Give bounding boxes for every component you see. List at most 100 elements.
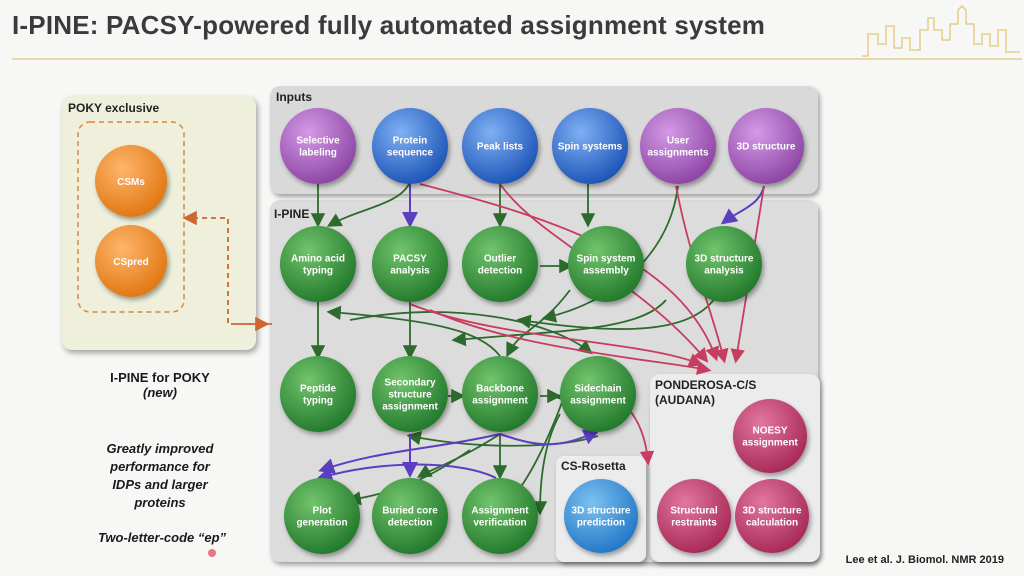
ipine-node-label: structure [388,390,432,401]
ipine-node-label: detection [388,518,432,529]
input-node-label: sequence [387,148,434,159]
input-node-label: assignments [647,148,709,159]
improved-line: performance for [110,459,210,474]
slide-title: I-PINE: PACSY-powered fully automated as… [12,10,766,40]
title-underline [12,58,1022,60]
ipine-panel-title: I-PINE [274,207,309,221]
cursor-dot [208,549,216,557]
poky-node-circle [95,225,167,297]
input-node-label: User [667,136,689,147]
ipine-node-circle [686,226,762,302]
ipine-node-circle [462,226,538,302]
cs-rosetta-title: CS-Rosetta [561,459,626,473]
ponderosa-node-circle [735,479,809,553]
ipine-node-label: PACSY [393,254,427,265]
ipine-node-label: Secondary [384,378,436,389]
ipine-node-label: typing [303,266,333,277]
poky-exclusive-panel [62,96,256,350]
input-node-circle [462,108,538,184]
input-node: Spin systems [552,108,628,184]
ipine-node-circle [372,226,448,302]
two-letter-code-note: Two-letter-code “ep” [97,530,227,545]
ipine-node-label: Backbone [476,384,524,395]
input-node-label: 3D structure [737,142,796,153]
ipine-node-circle [462,356,538,432]
cs-rosetta-node-label: 3D structure [572,506,631,517]
ipine-node-label: detection [478,266,522,277]
input-node: 3D structure [728,108,804,184]
ipine-node-label: assignment [472,396,528,407]
input-node-label: labeling [299,148,337,159]
input-node: Peak lists [462,108,538,184]
purple-flow-arrows [316,184,765,483]
poky-exclusive-title: POKY exclusive [68,101,160,115]
input-node-circle [728,108,804,184]
ipine-node-label: Amino acid [291,254,345,265]
ipine-node-label: Spin system [577,254,636,265]
ipine-node-label: assembly [583,266,629,277]
input-node-circle [640,108,716,184]
input-node-circle [552,108,628,184]
cs-rosetta-node-circle [564,479,638,553]
ipine-node-label: 3D structure [695,254,754,265]
input-node-circle [372,108,448,184]
green-flow-arrows [310,181,721,516]
poky-node-label: CSMs [117,177,145,188]
ipine-node-label: Buried core [382,506,438,517]
improved-line: proteins [134,495,186,510]
ipine-node-label: analysis [704,266,744,277]
ponderosa-node-circle [733,399,807,473]
ponderosa-subtitle: (AUDANA) [655,393,715,407]
input-node-label: Peak lists [477,142,524,153]
ipine-node-circle [372,478,448,554]
ponderosa-node-label: 3D structure [743,506,802,517]
ipine-node-label: Outlier [484,254,516,265]
ipine-node-label: generation [296,518,347,529]
poky-caption-title: I-PINE for POKY [110,370,210,385]
ponderosa-node-label: Structural [670,506,717,517]
input-node-label: Selective [296,136,340,147]
improved-line: IDPs and larger [112,477,208,492]
poky-caption-new: (new) [143,385,177,400]
input-node-circle [280,108,356,184]
inputs-panel-title: Inputs [276,90,312,104]
ipine-node-label: analysis [390,266,430,277]
poky-node: CSpred [95,225,167,297]
poky-node-circle [95,145,167,217]
input-node-label: Protein [393,136,427,147]
improved-performance-note: Greatly improved performance for IDPs an… [70,440,250,512]
ponderosa-node-label: assignment [742,438,798,449]
ipine-node-label: Plot [313,506,333,517]
ponderosa-node-label: calculation [746,518,798,529]
improved-line: Greatly improved [106,441,214,456]
ipine-node-circle [280,356,356,432]
ipine-node-label: verification [473,518,526,529]
ponderosa-node-label: restraints [671,518,717,529]
ipine-node-circle [568,226,644,302]
ipine-node-label: Peptide [300,384,337,395]
poky-connector-arrow [182,210,272,325]
ipine-node-label: typing [303,396,333,407]
ponderosa-node-label: NOESY [752,426,787,437]
cs-rosetta-node-label: prediction [577,518,625,529]
ponderosa-node-circle [657,479,731,553]
